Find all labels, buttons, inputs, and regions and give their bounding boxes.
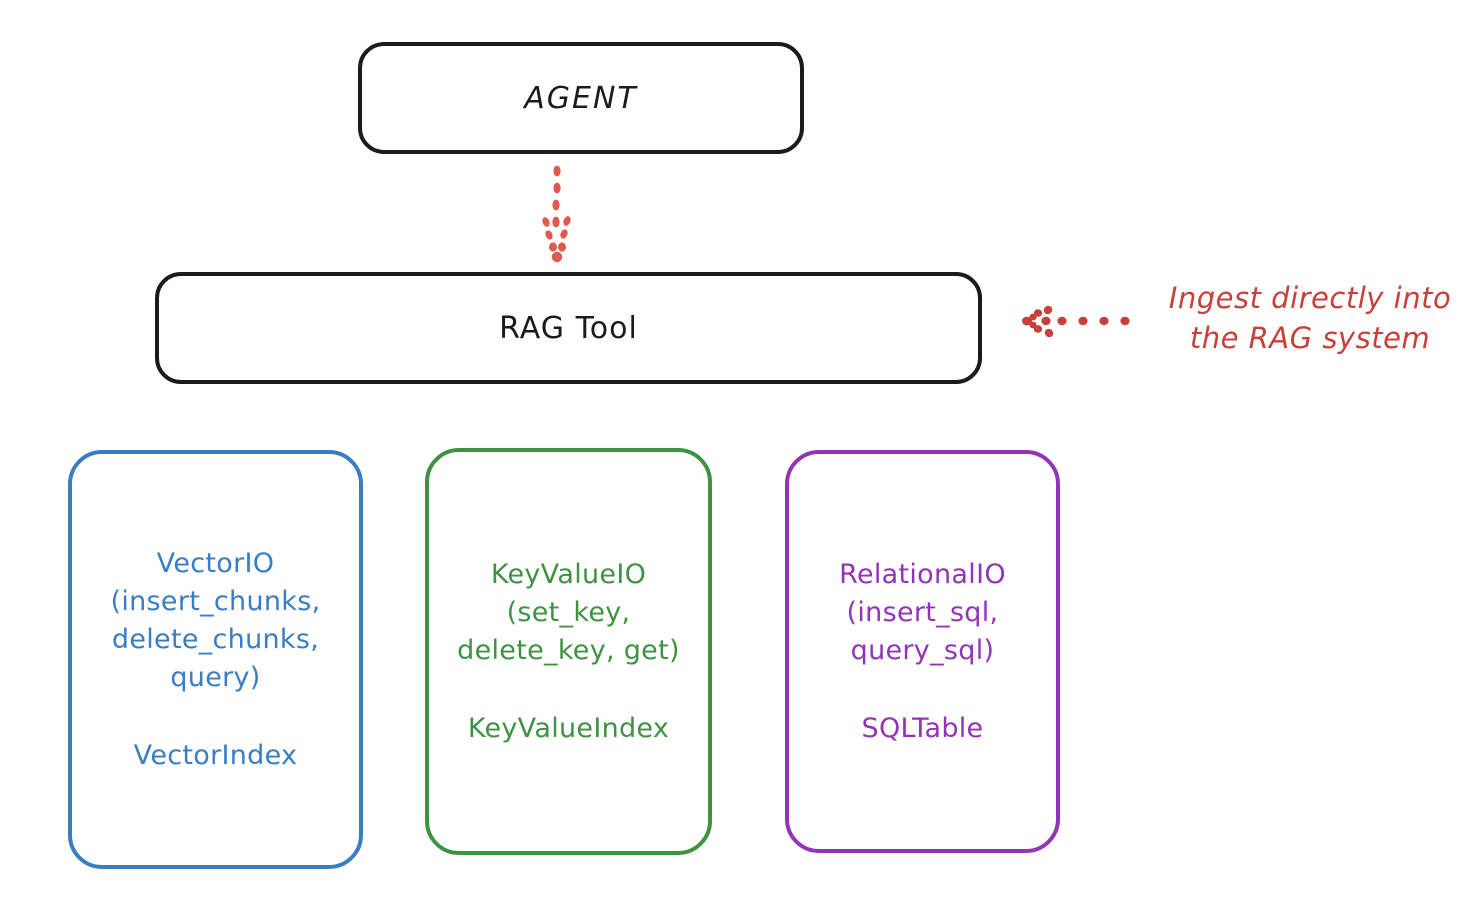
relational-io-api-label: RelationalIO (insert_sql, query_sql) bbox=[839, 558, 1006, 666]
vector-io-node[interactable]: VectorIO (insert_chunks, delete_chunks, … bbox=[68, 450, 363, 869]
ingest-to-rag-connector bbox=[1022, 305, 1130, 338]
key-value-io-api-label: KeyValueIO (set_key, delete_key, get) bbox=[457, 558, 680, 666]
sql-table-label: SQLTable bbox=[861, 712, 984, 744]
vector-io-api-label: VectorIO (insert_chunks, delete_chunks, … bbox=[110, 547, 321, 693]
rag-tool-node-label: RAG Tool bbox=[499, 310, 638, 346]
agent-to-rag-connector bbox=[542, 165, 571, 263]
key-value-io-node[interactable]: KeyValueIO (set_key, delete_key, get) Ke… bbox=[425, 448, 712, 855]
key-value-index-label: KeyValueIndex bbox=[467, 712, 670, 744]
rag-tool-node[interactable]: RAG Tool bbox=[155, 272, 982, 384]
vector-index-label: VectorIndex bbox=[133, 739, 298, 771]
ingest-annotation: Ingest directly into the RAG system bbox=[1168, 281, 1452, 355]
agent-node-label: AGENT bbox=[524, 80, 638, 116]
relational-io-node[interactable]: RelationalIO (insert_sql, query_sql) SQL… bbox=[785, 450, 1060, 853]
agent-node[interactable]: AGENT bbox=[358, 42, 804, 154]
